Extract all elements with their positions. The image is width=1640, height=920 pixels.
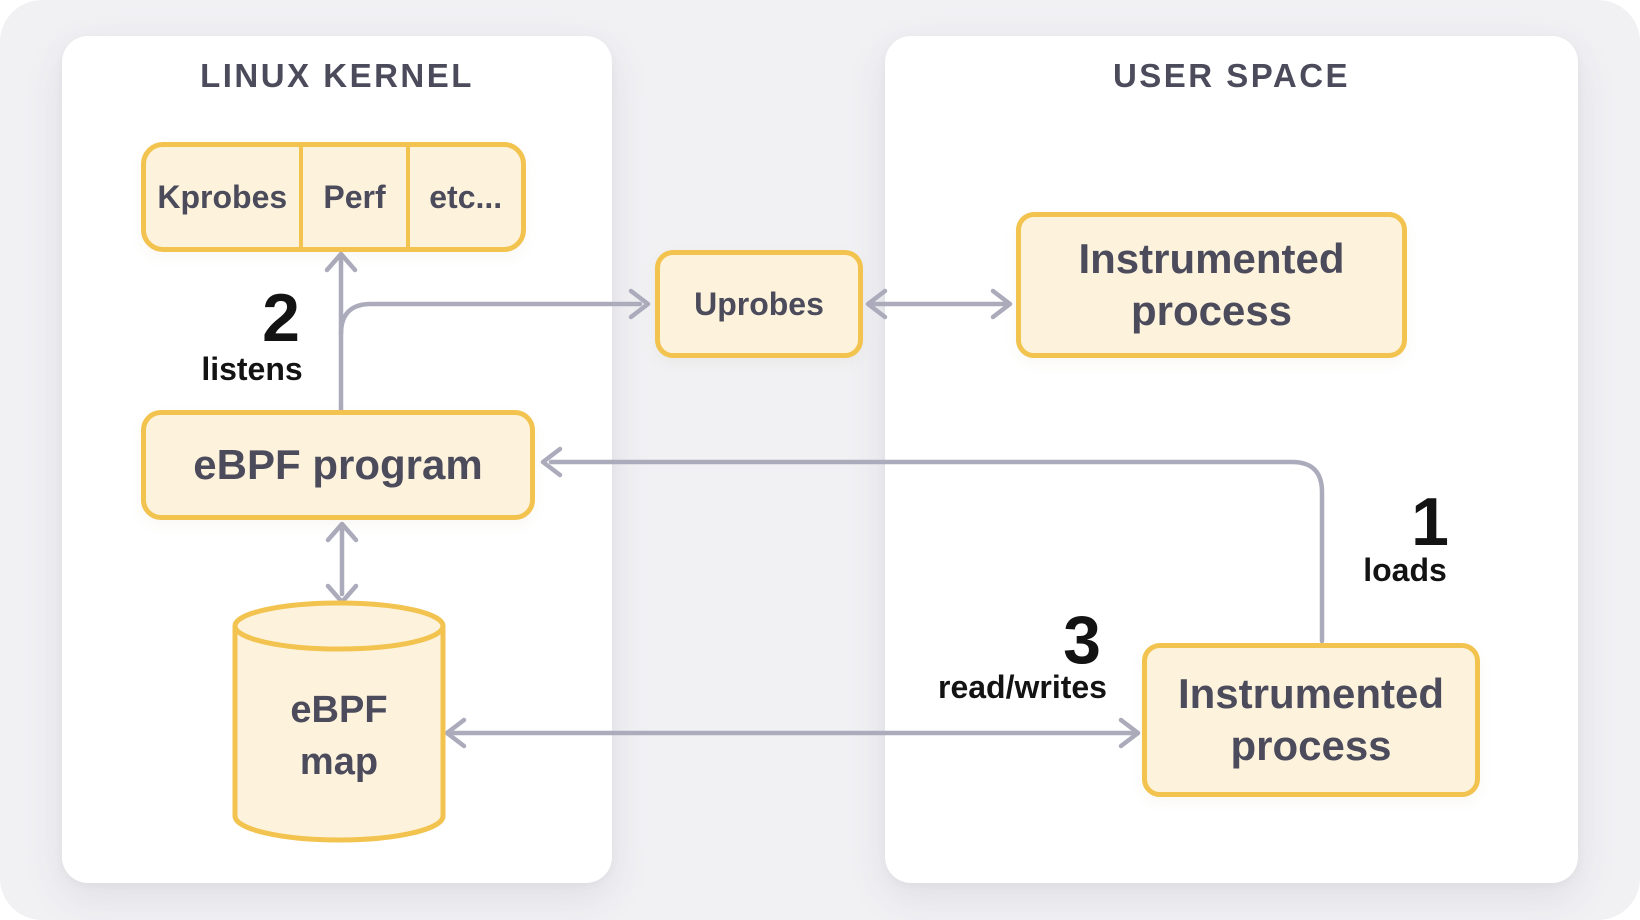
user-space-title: USER SPACE: [1112, 57, 1351, 94]
probe-row: Kprobes Perf etc...: [141, 142, 526, 252]
node-kprobes: Kprobes: [157, 178, 288, 215]
node-perf: Perf: [298, 147, 407, 247]
step-2-number: 2: [262, 280, 300, 356]
step-1-number: 1: [1411, 484, 1449, 560]
node-uprobes: Uprobes: [655, 250, 863, 358]
step-2-label: listens: [201, 351, 303, 387]
ebpf-map-label: eBPF map: [290, 689, 388, 783]
step-1-label: loads: [1363, 552, 1447, 588]
node-etc: etc...: [406, 147, 521, 247]
node-instrumented-process-bottom: Instrumented process: [1142, 643, 1480, 797]
node-instrumented-process-top: Instrumented process: [1016, 212, 1407, 358]
step-3-number: 3: [1063, 602, 1101, 678]
step-3-label: read/writes: [938, 669, 1107, 705]
linux-kernel-title: LINUX KERNEL: [200, 57, 474, 94]
node-ebpf-program: eBPF program: [141, 410, 535, 520]
